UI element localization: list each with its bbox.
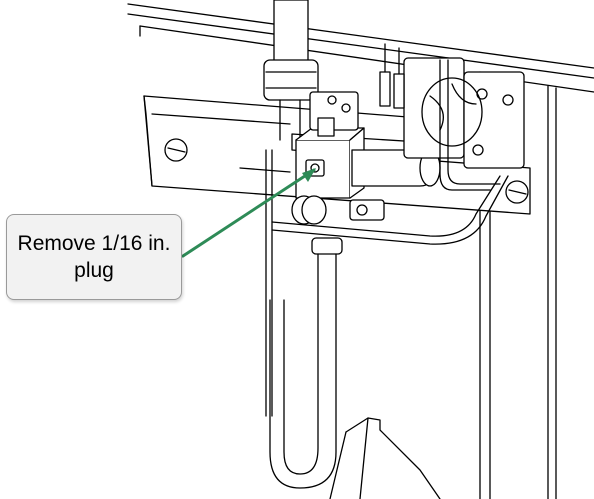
- fan-housing: [403, 57, 525, 169]
- screw-left: [164, 138, 188, 162]
- gas-valve-body: [295, 91, 441, 199]
- wire-connectors: [379, 43, 501, 191]
- supply-pipe: [263, 0, 319, 141]
- front-plate: [271, 175, 509, 245]
- callout-text: Remove 1/16 in. plug: [17, 232, 171, 282]
- callout-box: Remove 1/16 in. plug: [6, 214, 182, 300]
- callout-leader: [181, 168, 316, 258]
- lower-cowl: [329, 417, 441, 499]
- leader-arrowhead: [302, 168, 316, 182]
- control-knob: [291, 195, 385, 225]
- screw-right: [505, 180, 529, 204]
- u-tube: [269, 237, 343, 489]
- side-rod: [265, 149, 273, 417]
